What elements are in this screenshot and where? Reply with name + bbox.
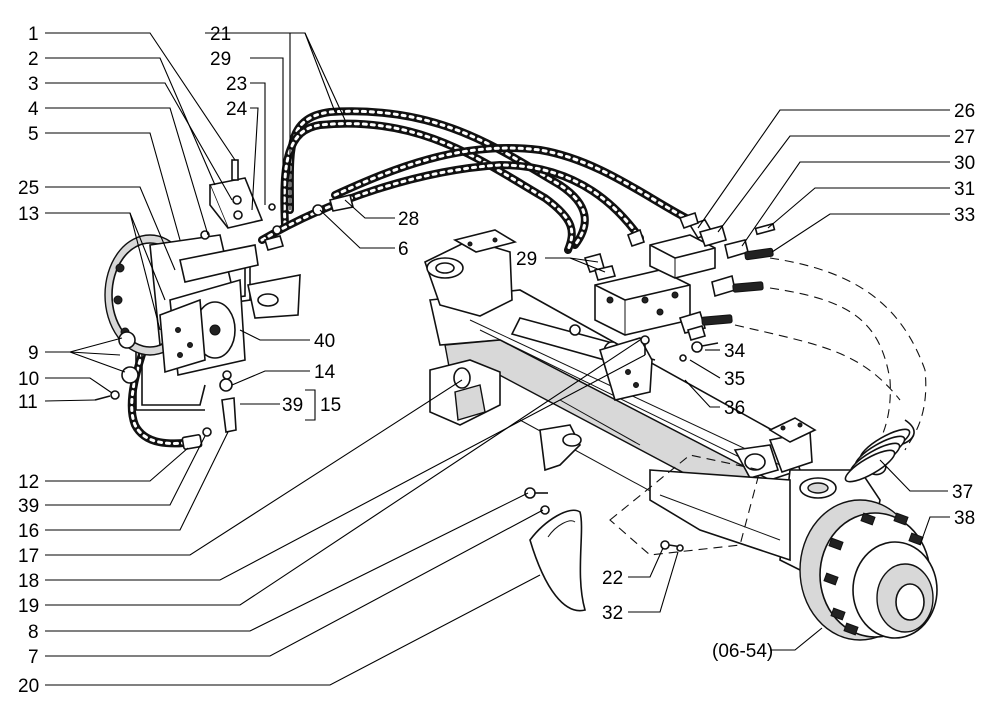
callout-27: 27 [954, 127, 975, 148]
callout-16: 16 [18, 521, 39, 542]
callout-38: 38 [954, 508, 975, 529]
callout-7: 7 [28, 647, 39, 668]
callout-17: 17 [18, 546, 39, 567]
callout-28: 28 [398, 209, 419, 230]
reference-label: (06-54) [712, 641, 773, 662]
callout-20: 20 [18, 676, 39, 697]
callout-35: 35 [724, 369, 745, 390]
callout-14: 14 [314, 362, 336, 383]
callout-10: 10 [18, 369, 39, 390]
callout-2: 2 [28, 49, 39, 70]
callout-37: 37 [952, 482, 973, 503]
left-fittings [94, 194, 354, 450]
callout-40: 40 [314, 331, 335, 352]
callout-1: 1 [28, 24, 39, 45]
valve-block-upper [626, 211, 727, 279]
callout-26: 26 [954, 101, 975, 122]
callout-19: 19 [18, 596, 39, 617]
callout-39-left: 39 [18, 496, 39, 517]
callout-29-right: 29 [516, 249, 537, 270]
callouts-mid: 28 6 40 14 39 15 [282, 209, 419, 416]
callout-3: 3 [28, 74, 39, 95]
callout-39-mid: 39 [282, 395, 303, 416]
callout-11: 11 [18, 392, 38, 413]
callout-36: 36 [724, 398, 745, 419]
leader-lines [44, 32, 950, 686]
callout-30: 30 [954, 153, 975, 174]
callout-22: 22 [602, 568, 623, 589]
steering-pump [104, 234, 301, 384]
callout-9: 9 [28, 343, 39, 364]
wheel-hub [799, 499, 938, 641]
callout-15: 15 [320, 395, 341, 416]
callout-21: 21 [210, 24, 231, 45]
callout-34: 34 [724, 341, 746, 362]
callout-5: 5 [28, 124, 39, 145]
callout-23: 23 [226, 74, 247, 95]
callout-33: 33 [954, 205, 975, 226]
callouts-right: 26 27 30 31 33 29 34 35 36 37 38 22 32 (… [516, 101, 975, 662]
guard-plate [529, 509, 586, 612]
axle-housing [649, 469, 791, 562]
callout-12: 12 [18, 472, 39, 493]
callouts-left: 1 2 3 4 5 25 13 9 10 11 12 39 16 17 18 1… [18, 24, 39, 697]
callout-31: 31 [954, 179, 975, 200]
wheel-studs [823, 512, 924, 636]
callout-8: 8 [28, 622, 39, 643]
callouts-top: 21 29 23 24 [210, 24, 248, 120]
pivot-bracket [424, 229, 518, 426]
right-fittings [524, 222, 776, 552]
coiled-hose [844, 419, 915, 483]
callout-32: 32 [602, 603, 623, 624]
callout-18: 18 [18, 571, 39, 592]
callout-13: 13 [18, 204, 39, 225]
callout-24: 24 [226, 99, 248, 120]
mounting-bracket [200, 159, 282, 240]
callout-4: 4 [28, 99, 39, 120]
callout-29-top: 29 [210, 49, 231, 70]
callout-6: 6 [398, 239, 409, 260]
callout-25: 25 [18, 178, 39, 199]
